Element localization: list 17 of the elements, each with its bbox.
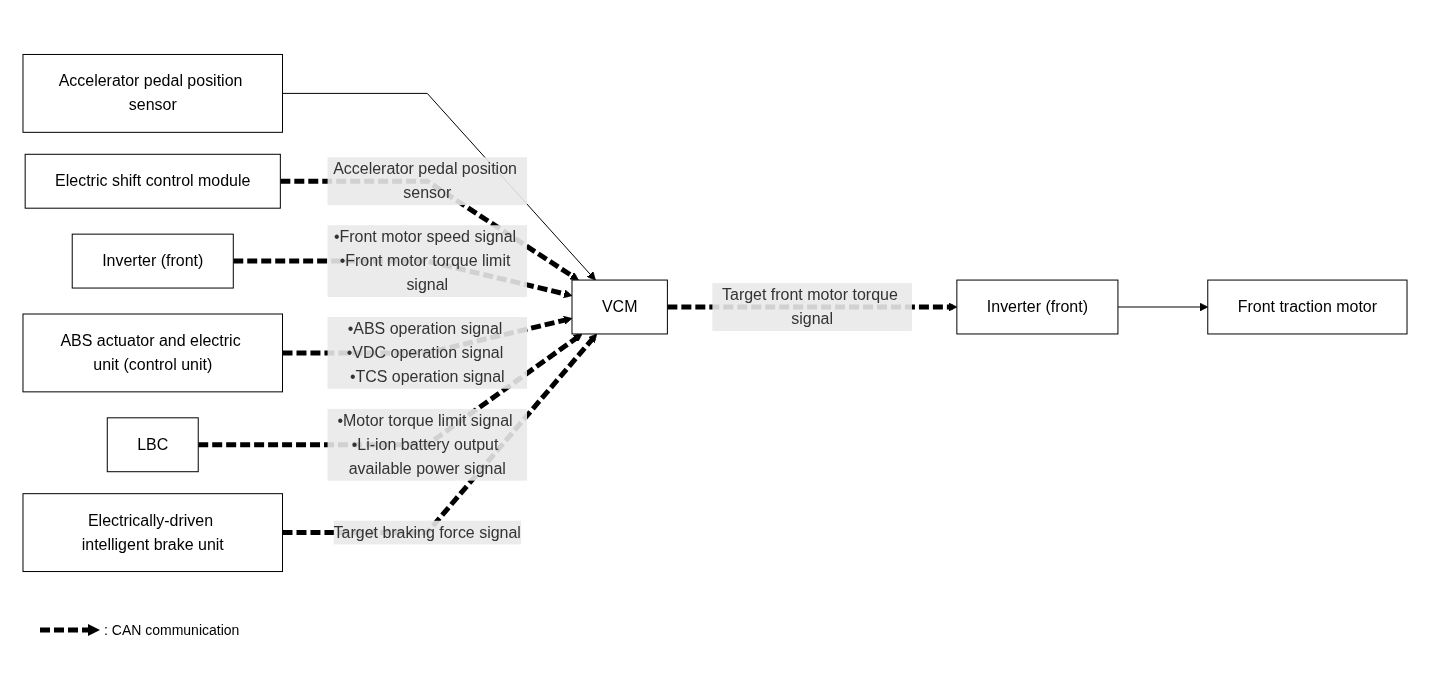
node-box: Accelerator pedal position sensor — [22, 53, 283, 133]
node-box: Electric shift control module — [24, 153, 281, 209]
node-box: Inverter (front) — [956, 279, 1119, 335]
node-box: ABS actuator and electric unit (control unit) — [22, 313, 283, 393]
node-box: VCM — [571, 279, 668, 335]
edge-label: •Motor torque limit signal •Li-ion battery output available power signal — [337, 411, 513, 477]
node-box: LBC — [106, 417, 199, 473]
legend-text: : CAN communication — [104, 622, 240, 638]
edge-label: •ABS operation signal •VDC operation signal •TCS operation signal — [346, 319, 505, 385]
edge-label: Target front motor torque signal — [722, 286, 898, 327]
edge-label: Target braking force signal — [333, 523, 521, 541]
edge-label: •Front motor speed signal •Front motor torque limit signal — [333, 228, 517, 294]
edge-label: Accelerator pedal position sensor — [333, 160, 517, 202]
node-box: Inverter (front) — [71, 233, 234, 289]
arrow — [1117, 302, 1209, 312]
node-box: Front traction motor — [1207, 279, 1408, 335]
node-box: Electrically-driven intelligent brake unit — [22, 493, 283, 573]
